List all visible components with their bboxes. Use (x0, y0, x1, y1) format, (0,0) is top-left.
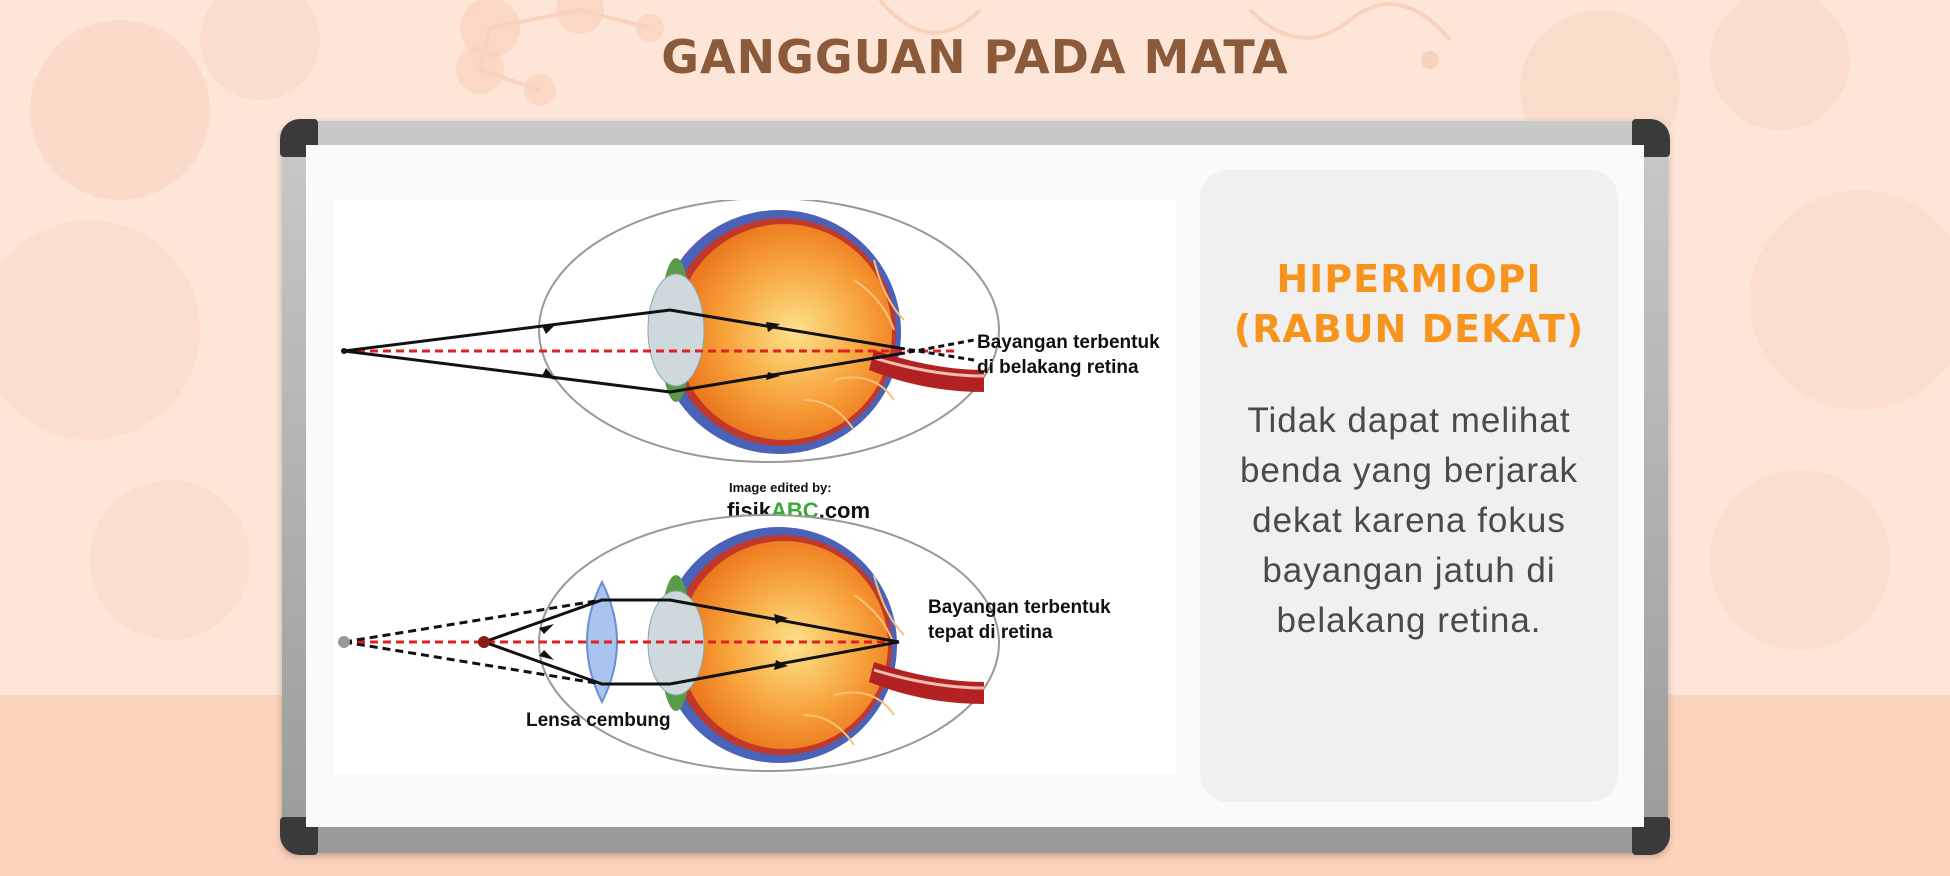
eye-diagram-drawing: Bayangan terbentuk di belakang retina Im… (338, 197, 1160, 772)
image-credit: Image edited by: (729, 480, 832, 495)
card-title-line-2: (RABUN DEKAT) (1233, 307, 1585, 351)
lens-label: Lensa cembung (526, 710, 671, 731)
card-title-line-1: HIPERMIOPI (1276, 257, 1542, 301)
top-eye-label-2: di belakang retina (977, 357, 1139, 378)
bottom-eye (538, 514, 1000, 772)
convex-lens (586, 579, 618, 705)
top-eye-label-1: Bayangan terbentuk (977, 332, 1160, 353)
bottom-light-rays (338, 598, 900, 686)
top-light-rays (341, 308, 975, 394)
card-title: HIPERMIOPI (RABUN DEKAT) (1200, 254, 1618, 354)
page-title: GANGGUAN PADA MATA (661, 30, 1289, 84)
bottom-eye-label-1: Bayangan terbentuk (928, 597, 1111, 618)
info-card: HIPERMIOPI (RABUN DEKAT) Tidak dapat mel… (1200, 170, 1618, 802)
eye-diagram: Bayangan terbentuk di belakang retina Im… (334, 197, 1176, 774)
bottom-eye-label-2: tepat di retina (928, 622, 1053, 643)
card-description: Tidak dapat melihat benda yang berjarak … (1239, 401, 1579, 640)
